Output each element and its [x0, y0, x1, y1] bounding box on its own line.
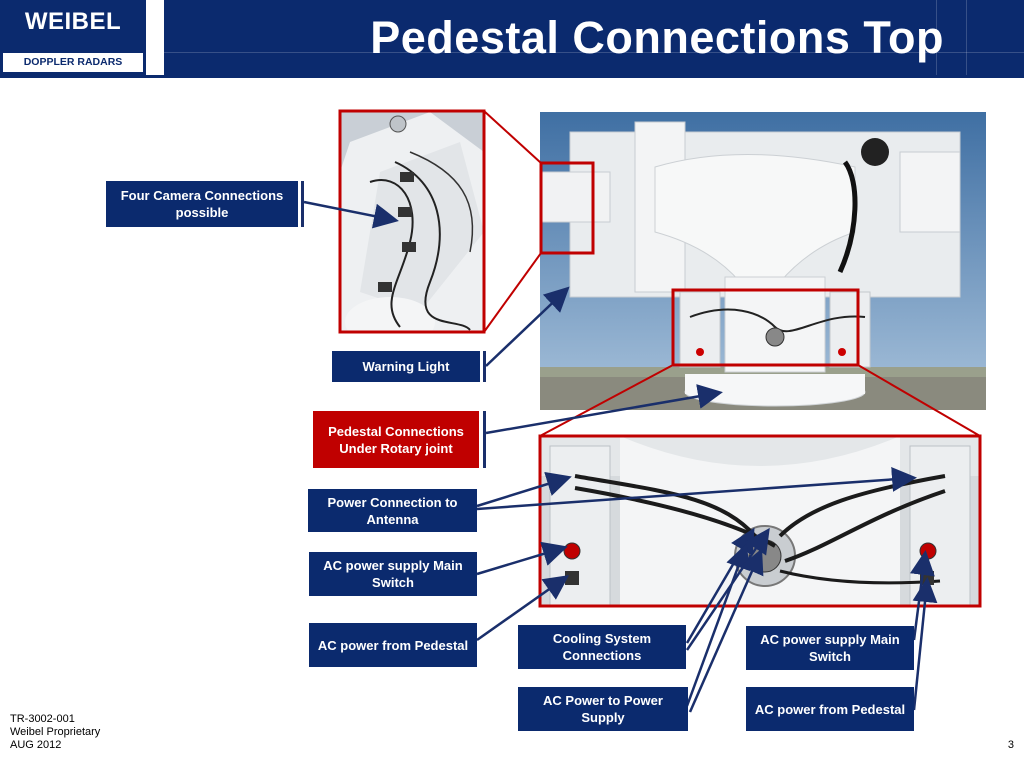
arrow-ac-power-supply	[685, 543, 750, 707]
footer: TR-3002-001 Weibel Proprietary AUG 2012	[10, 713, 100, 752]
logo-subtitle-box: DOPPLER RADARS	[2, 52, 144, 73]
camera-connections-photo	[340, 112, 484, 332]
rotary-highlight-box	[671, 288, 860, 367]
camera-highlight-box	[539, 161, 595, 255]
arrow-pedestal-rotary	[485, 384, 723, 435]
logo-subtitle: DOPPLER RADARS	[23, 56, 123, 68]
label-warning-light: Warning Light	[332, 351, 480, 382]
rotary-photo-frame	[538, 434, 982, 608]
footer-doc-id: TR-3002-001	[10, 713, 75, 725]
pedestal-photo	[540, 112, 986, 410]
rotary-callout-line	[857, 364, 981, 437]
header-gridline	[966, 0, 967, 75]
rotary-joint-photo	[540, 436, 980, 606]
header-bar	[164, 0, 1024, 75]
camera-photo-frame	[338, 109, 486, 334]
arrow-camera	[303, 200, 399, 229]
label-power-antenna: Power Connection to Antenna	[308, 489, 477, 532]
rotary-callout-line	[539, 364, 674, 437]
header-underline	[0, 75, 1024, 78]
label-cooling-system: Cooling System Connections	[518, 625, 686, 669]
arrow-ac-main-left	[476, 541, 568, 576]
label-ac-from-pedestal-left: AC power from Pedestal	[309, 623, 477, 667]
logo-name: WEIBEL	[24, 8, 122, 35]
arrow-power-antenna	[476, 472, 572, 508]
footer-proprietary: Weibel Proprietary	[10, 726, 101, 738]
label-ac-from-pedestal-right: AC power from Pedestal	[746, 687, 914, 731]
camera-callout-line	[483, 252, 542, 333]
label-bracket	[300, 181, 304, 227]
label-bracket	[482, 411, 486, 468]
header-gridline	[164, 52, 1024, 53]
header-gridline	[936, 0, 937, 75]
page-title: Pedestal Connections Top	[370, 12, 944, 63]
pedestal-photo-art	[540, 112, 986, 410]
arrow-ac-from-left	[476, 575, 570, 642]
label-ac-power-to-supply: AC Power to Power Supply	[518, 687, 688, 731]
camera-connections-photo-art	[340, 112, 484, 332]
camera-callout-line	[483, 110, 542, 164]
arrow-power-antenna	[476, 466, 917, 511]
arrow-ac-from-right	[912, 577, 938, 711]
rotary-joint-photo-art	[540, 436, 980, 606]
arrow-ac-power-supply	[688, 548, 764, 713]
footer-date: AUG 2012	[10, 739, 62, 751]
arrow-warning-light	[485, 286, 570, 367]
label-pedestal-rotary: Pedestal Connections Under Rotary joint	[313, 411, 479, 468]
arrow-cooling	[685, 527, 755, 644]
label-camera-connections: Four Camera Connections possible	[106, 181, 298, 227]
page-number: 3	[1007, 739, 1014, 751]
label-ac-main-switch-right: AC power supply Main Switch	[746, 626, 914, 670]
weibel-logo: WEIBEL DOPPLER RADARS	[0, 0, 146, 75]
label-bracket	[482, 351, 486, 382]
label-ac-main-switch-left: AC power supply Main Switch	[309, 552, 477, 596]
